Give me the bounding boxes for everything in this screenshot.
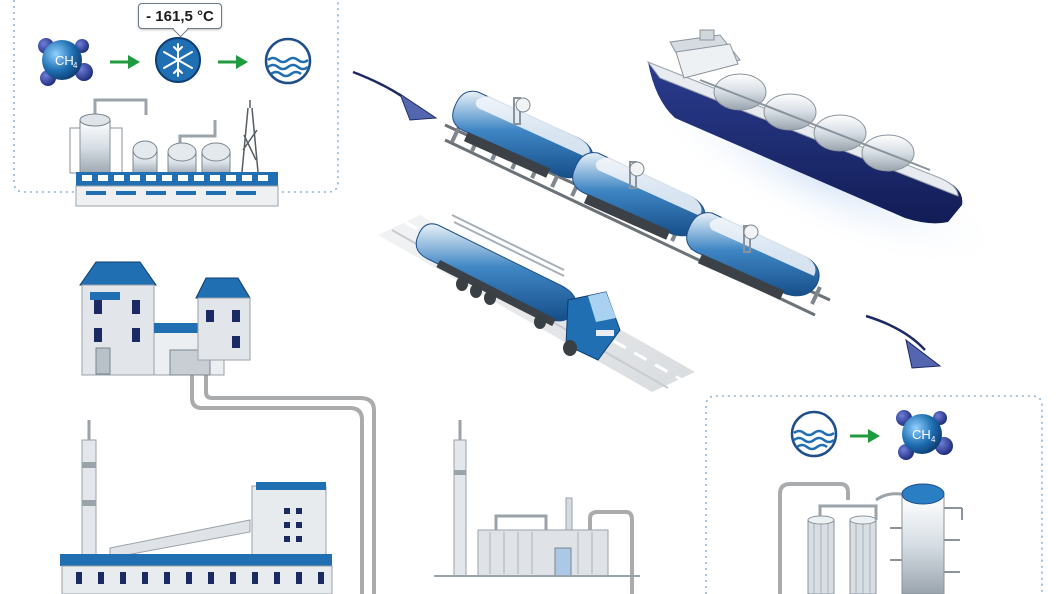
power-plant <box>60 420 333 594</box>
liquefaction-panel: CH 4 <box>13 0 339 207</box>
molecule-subscript: 4 <box>931 435 936 444</box>
snowflake-icon <box>155 37 201 83</box>
methane-molecule-icon: CH 4 <box>896 410 953 460</box>
lng-carrier-ship <box>636 29 1004 271</box>
liquid-icon <box>264 37 312 85</box>
molecule-label: CH <box>912 427 931 442</box>
road-tanker-truck <box>378 214 695 392</box>
methane-molecule-icon: CH 4 <box>38 38 93 86</box>
arrow-right-icon <box>218 55 248 69</box>
temperature-badge: - 161,5 °C <box>138 3 222 29</box>
industrial-plant <box>434 420 640 594</box>
temperature-label: - 161,5 °C <box>146 7 214 25</box>
residential-houses <box>79 261 376 594</box>
regasification-panel: CH 4 <box>705 395 1043 594</box>
arrow-right-icon <box>110 55 140 69</box>
flow-arrow-to-regasification <box>865 314 942 369</box>
regasification-plant <box>778 482 963 594</box>
rail-tank-car <box>452 90 594 179</box>
molecule-label: CH <box>55 53 74 68</box>
flow-arrow-to-transport <box>352 70 438 121</box>
liquefaction-plant <box>69 98 279 207</box>
molecule-subscript: 4 <box>73 61 78 70</box>
liquid-icon <box>790 410 838 458</box>
rail-tank-train <box>444 90 831 317</box>
arrow-right-icon <box>850 429 880 443</box>
rail-tank-car <box>572 152 706 240</box>
rail-tank-car <box>686 212 820 300</box>
